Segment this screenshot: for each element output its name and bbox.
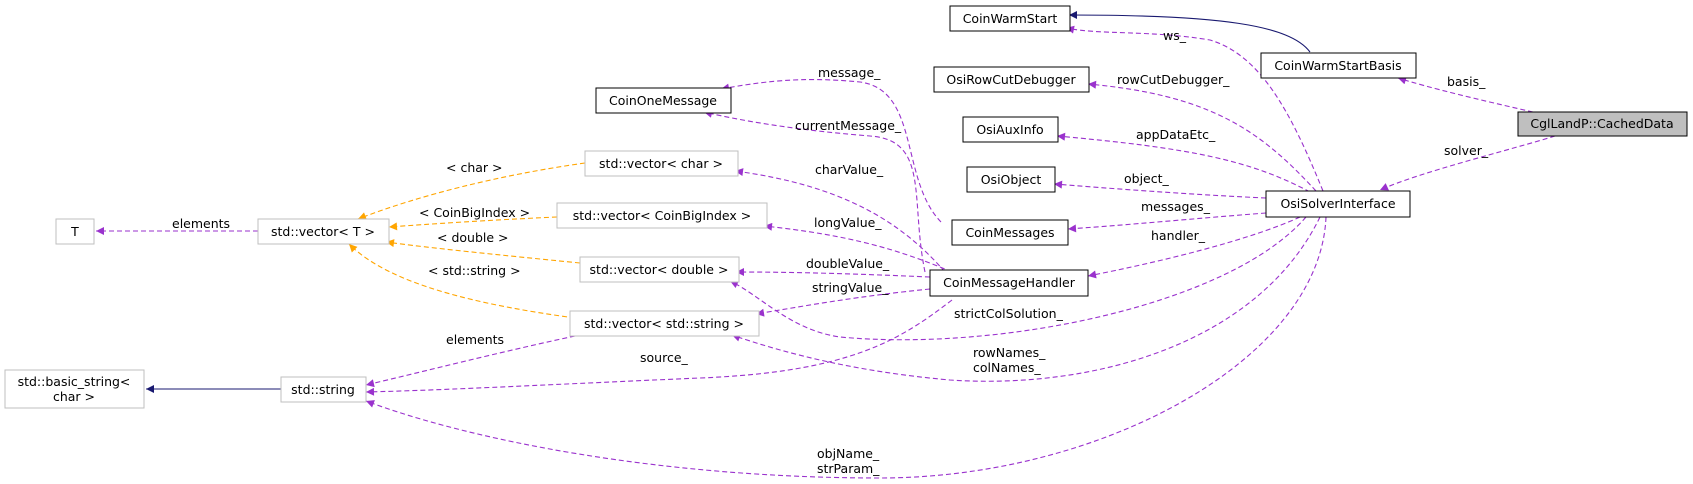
edge-tmpl-double: < double > bbox=[385, 230, 581, 264]
node-label-vector-t: std::vector< T > bbox=[271, 224, 375, 239]
node-label-osisolverinterface: OsiSolverInterface bbox=[1280, 196, 1395, 211]
edge-elements-string: elements bbox=[365, 332, 576, 388]
edge-elements-t: elements bbox=[96, 216, 258, 235]
node-label-coinmessages: CoinMessages bbox=[965, 225, 1054, 240]
edge-label-source: source_ bbox=[640, 350, 689, 365]
node-label-coinwarmstart: CoinWarmStart bbox=[963, 11, 1058, 26]
node-vector-double[interactable]: std::vector< double > bbox=[579, 256, 740, 283]
node-osisolverinterface[interactable]: OsiSolverInterface bbox=[1265, 190, 1411, 218]
node-coinonemessage[interactable]: CoinOneMessage bbox=[595, 87, 732, 114]
edge-tmpl-string: < std::string > bbox=[348, 243, 576, 319]
edge-doublevalue: doubleValue_ bbox=[735, 256, 931, 278]
node-coinwarmstart[interactable]: CoinWarmStart bbox=[949, 5, 1071, 32]
node-coinmessages[interactable]: CoinMessages bbox=[951, 219, 1069, 246]
edge-label-object: object_ bbox=[1124, 171, 1170, 186]
edge-currentmessage: currentMessage_ bbox=[703, 109, 926, 273]
node-label-osiauxinfo: OsiAuxInfo bbox=[976, 122, 1043, 137]
node-vector-char[interactable]: std::vector< char > bbox=[584, 150, 739, 177]
edge-messages: messages_ bbox=[1067, 199, 1267, 233]
node-std-basic-string[interactable]: std::basic_string< char > bbox=[4, 369, 145, 409]
node-label-vector-double: std::vector< double > bbox=[590, 262, 729, 277]
edge-label-strparam: strParam_ bbox=[817, 461, 880, 476]
edge-basis: basis_ bbox=[1397, 74, 1534, 113]
node-label-cacheddata: CglLandP::CachedData bbox=[1530, 116, 1673, 131]
node-label-vector-char: std::vector< char > bbox=[599, 156, 723, 171]
node-std-string[interactable]: std::string bbox=[280, 376, 367, 403]
edge-coinwarmstartbasis-inherits-coinwarmstart bbox=[1068, 11, 1311, 53]
edge-tmpl-bigindex: < CoinBigIndex > bbox=[388, 205, 558, 231]
edge-rownames-colnames: rowNames_ colNames_ bbox=[731, 216, 1321, 382]
node-label-osirowcutdebugger: OsiRowCutDebugger bbox=[946, 72, 1076, 87]
edge-rowcutdebugger: rowCutDebugger_ bbox=[1087, 72, 1317, 192]
edge-appdataetc: appDataEtc_ bbox=[1056, 127, 1311, 193]
edge-label-elements-t: elements bbox=[172, 216, 230, 231]
edge-charvalue: charValue_ bbox=[734, 162, 946, 273]
edge-label-tmpl-char: < char > bbox=[446, 160, 503, 175]
node-cgllandp-cacheddata[interactable]: CglLandP::CachedData bbox=[1517, 111, 1688, 137]
edge-strictcolsolution: strictColSolution_ bbox=[729, 216, 1307, 341]
edge-label-strictcolsolution: strictColSolution_ bbox=[954, 306, 1064, 321]
edge-label-ws: ws_ bbox=[1163, 28, 1187, 43]
edge-label-handler: handler_ bbox=[1151, 228, 1206, 243]
edge-label-tmpl-string: < std::string > bbox=[428, 263, 521, 278]
node-osirowcutdebugger[interactable]: OsiRowCutDebugger bbox=[933, 66, 1090, 93]
edge-longvalue: longValue_ bbox=[763, 215, 953, 273]
edge-label-stringvalue: stringValue_ bbox=[812, 280, 889, 295]
edge-label-message: message_ bbox=[818, 65, 881, 80]
edge-label-appdataetc: appDataEtc_ bbox=[1136, 127, 1216, 142]
edge-label-colnames: colNames_ bbox=[973, 360, 1041, 375]
node-label-coinwarmstartbasis: CoinWarmStartBasis bbox=[1274, 58, 1401, 73]
edge-label-messages: messages_ bbox=[1141, 199, 1211, 214]
edge-stringvalue: stringValue_ bbox=[755, 280, 931, 317]
node-vector-string[interactable]: std::vector< std::string > bbox=[569, 310, 760, 337]
edge-label-solver: solver_ bbox=[1444, 143, 1489, 158]
node-label-vector-coinbigindex: std::vector< CoinBigIndex > bbox=[573, 208, 751, 223]
edge-label-rownames: rowNames_ bbox=[973, 345, 1046, 360]
edge-handler: handler_ bbox=[1087, 216, 1301, 279]
edge-label-longvalue: longValue_ bbox=[814, 215, 882, 230]
node-label-std-string: std::string bbox=[291, 382, 355, 397]
edge-source: source_ bbox=[365, 299, 953, 396]
node-osiobject[interactable]: OsiObject bbox=[966, 166, 1056, 193]
edge-label-charvalue: charValue_ bbox=[815, 162, 884, 177]
edge-label-rowcutdebugger: rowCutDebugger_ bbox=[1117, 72, 1230, 87]
edge-label-elements-string: elements bbox=[446, 332, 504, 347]
edge-label-tmpl-bigindex: < CoinBigIndex > bbox=[419, 205, 530, 220]
edge-object: object_ bbox=[1053, 171, 1267, 199]
node-osiauxinfo[interactable]: OsiAuxInfo bbox=[962, 116, 1059, 143]
node-t[interactable]: T bbox=[55, 218, 95, 245]
edge-objname-strparam: objName_ strParam_ bbox=[365, 216, 1327, 479]
node-label-coinmessagehandler: CoinMessageHandler bbox=[943, 275, 1076, 290]
node-coinwarmstartbasis[interactable]: CoinWarmStartBasis bbox=[1260, 52, 1417, 79]
node-label-basic-string-line2: char > bbox=[53, 389, 95, 404]
edge-label-basis: basis_ bbox=[1447, 74, 1486, 89]
node-coinmessagehandler[interactable]: CoinMessageHandler bbox=[929, 269, 1089, 297]
node-label-coinonemessage: CoinOneMessage bbox=[609, 93, 717, 108]
edge-ws: ws_ bbox=[1065, 25, 1324, 192]
node-label-vector-string: std::vector< std::string > bbox=[584, 316, 744, 331]
node-label-osiobject: OsiObject bbox=[981, 172, 1042, 187]
edge-message: message_ bbox=[720, 65, 942, 223]
edge-label-objname: objName_ bbox=[817, 446, 880, 461]
node-label-t: T bbox=[70, 224, 79, 239]
node-vector-coinbigindex[interactable]: std::vector< CoinBigIndex > bbox=[556, 202, 768, 229]
edge-solver: solver_ bbox=[1379, 135, 1556, 191]
edge-label-tmpl-double: < double > bbox=[437, 230, 509, 245]
edge-label-doublevalue: doubleValue_ bbox=[806, 256, 890, 271]
node-label-basic-string-line1: std::basic_string< bbox=[18, 374, 131, 389]
edge-tmpl-char: < char > bbox=[357, 160, 586, 220]
edge-label-currentmessage: currentMessage_ bbox=[795, 118, 902, 133]
node-vector-t[interactable]: std::vector< T > bbox=[257, 218, 390, 245]
